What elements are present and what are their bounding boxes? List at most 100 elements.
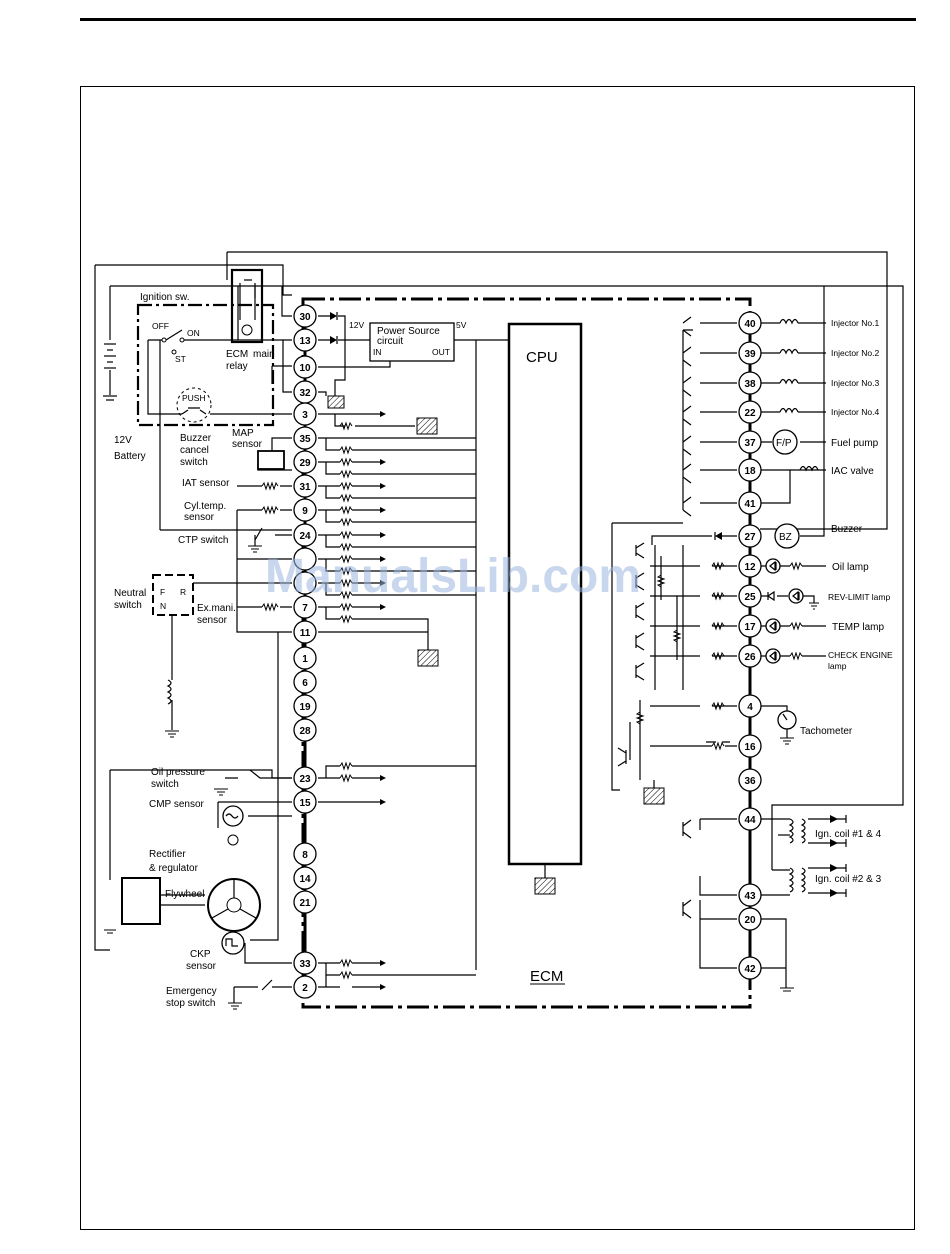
neutral-switch-box	[152, 574, 194, 616]
right-pin-circle	[738, 400, 762, 424]
ignition-on-label: ON	[187, 328, 200, 338]
neutral-n-label: N	[160, 601, 166, 611]
iac-valve-label: IAC valve	[831, 466, 874, 477]
power-source-in: IN	[373, 347, 382, 357]
buzzer-label: Buzzer	[831, 524, 863, 535]
right-pin-number: 37	[744, 438, 756, 449]
right-pin-number: 36	[744, 776, 756, 787]
right-pin-circle	[738, 734, 762, 758]
left-pin-number: 23	[299, 774, 311, 785]
right-pin-circle	[738, 907, 762, 931]
check-engine-label-2: lamp	[828, 661, 847, 671]
rectifier-label-2: & regulator	[149, 863, 199, 874]
exmani-label-2: sensor	[197, 615, 228, 626]
right-pin-number: 17	[744, 622, 756, 633]
map-label-2: sensor	[232, 439, 263, 450]
main-label: main	[253, 349, 275, 360]
left-pin-number: 24	[299, 531, 311, 542]
left-pin-circle	[293, 450, 317, 474]
left-pin-number: 33	[299, 959, 311, 970]
rev-limit-label: REV-LIMIT lamp	[828, 592, 890, 602]
right-pin-circle	[738, 491, 762, 515]
cyl-label-2: sensor	[184, 512, 215, 523]
right-pin-number: 4	[747, 702, 753, 713]
neutral-r-label: R	[180, 587, 186, 597]
fuel-pump-icon	[772, 429, 798, 455]
right-pin-number: 39	[744, 349, 756, 360]
left-pin-number: 21	[299, 898, 311, 909]
neutral-f-label: F	[160, 587, 165, 597]
power-source-out: OUT	[432, 347, 450, 357]
right-pin-circle	[738, 554, 762, 578]
left-pin-number: 28	[299, 726, 311, 737]
battery-symbol	[103, 343, 117, 401]
right-pin-circle	[738, 694, 762, 718]
right-pin-number: 38	[744, 379, 756, 390]
right-pin-number: 40	[744, 319, 756, 330]
left-pin-circle	[293, 620, 317, 644]
header-rule	[80, 18, 916, 21]
right-internal-resistors	[635, 561, 725, 751]
fuel-pump-symbol-label: F/P	[776, 438, 792, 449]
left-pin-number: 6	[302, 678, 308, 689]
left-pin-circle	[293, 890, 317, 914]
map-label-1: MAP	[232, 428, 254, 439]
left-pin-circle	[293, 328, 317, 352]
temp-lamp-label: TEMP lamp	[832, 622, 884, 633]
left-pin-circle	[293, 866, 317, 890]
left-pin-circle	[293, 646, 317, 670]
ignition-switch-contact	[148, 329, 240, 341]
buzzer-symbol-label: BZ	[779, 532, 792, 543]
right-pin-number: 12	[744, 562, 756, 573]
ignition-switch-box	[136, 303, 275, 427]
left-pin-circle	[293, 951, 317, 975]
injector-1-label: Injector No.1	[831, 318, 879, 328]
tachometer-label: Tachometer	[800, 726, 853, 737]
injector-coils	[779, 318, 819, 661]
ecm-main-relay	[230, 268, 264, 344]
push-switch-circle	[176, 387, 212, 423]
flywheel-label: Flywheel	[165, 889, 204, 900]
cpu-ground	[534, 877, 556, 895]
neutral-coil-icon	[166, 679, 172, 705]
left-pin-circle	[293, 766, 317, 790]
right-pin-circle	[738, 807, 762, 831]
left-pin-number: 11	[300, 628, 311, 639]
power-source-subtitle: circuit	[377, 336, 403, 347]
emergency-label-1: Emergency	[166, 986, 217, 997]
rectifier-ground-icon	[104, 929, 116, 934]
neutral-ground-icon	[165, 730, 179, 738]
figure-frame	[80, 86, 915, 1230]
ignition-coils	[772, 815, 847, 992]
left-pin-circle	[293, 595, 317, 619]
left-pin-number: 32	[299, 388, 311, 399]
watermark-text: ManualsLib.com	[265, 550, 641, 603]
map-sensor-box	[257, 450, 285, 470]
right-pin-circle	[738, 768, 762, 792]
flywheel-icon	[207, 878, 261, 932]
injector-3-label: Injector No.3	[831, 378, 879, 388]
neutral-label-2: switch	[114, 600, 142, 611]
left-pin-number: 7	[302, 603, 308, 614]
cmp-label: CMP sensor	[149, 799, 205, 810]
ctp-ground-icon	[248, 545, 262, 553]
injector-4-label: Injector No.4	[831, 407, 879, 417]
right-internal-wiring	[611, 322, 737, 969]
right-pin-circle	[738, 883, 762, 907]
right-pin-circle	[738, 584, 762, 608]
right-pin-number: 18	[744, 466, 756, 477]
ign-coil-14-label: Ign. coil #1 & 4	[815, 829, 882, 840]
rectifier-block	[121, 877, 161, 925]
right-pin-number: 41	[744, 499, 756, 510]
left-pin-number: 8	[302, 850, 308, 861]
left-pin-number: 13	[299, 336, 311, 347]
left-pin-circle	[293, 694, 317, 718]
left-pin-number: 2	[302, 983, 308, 994]
left-pin-number: 15	[299, 798, 311, 809]
right-pin-circle	[738, 458, 762, 482]
cmp-sensor-icon	[222, 805, 244, 827]
left-pin-circle	[293, 523, 317, 547]
buzzer-cancel-label-1: Buzzer	[180, 433, 212, 444]
